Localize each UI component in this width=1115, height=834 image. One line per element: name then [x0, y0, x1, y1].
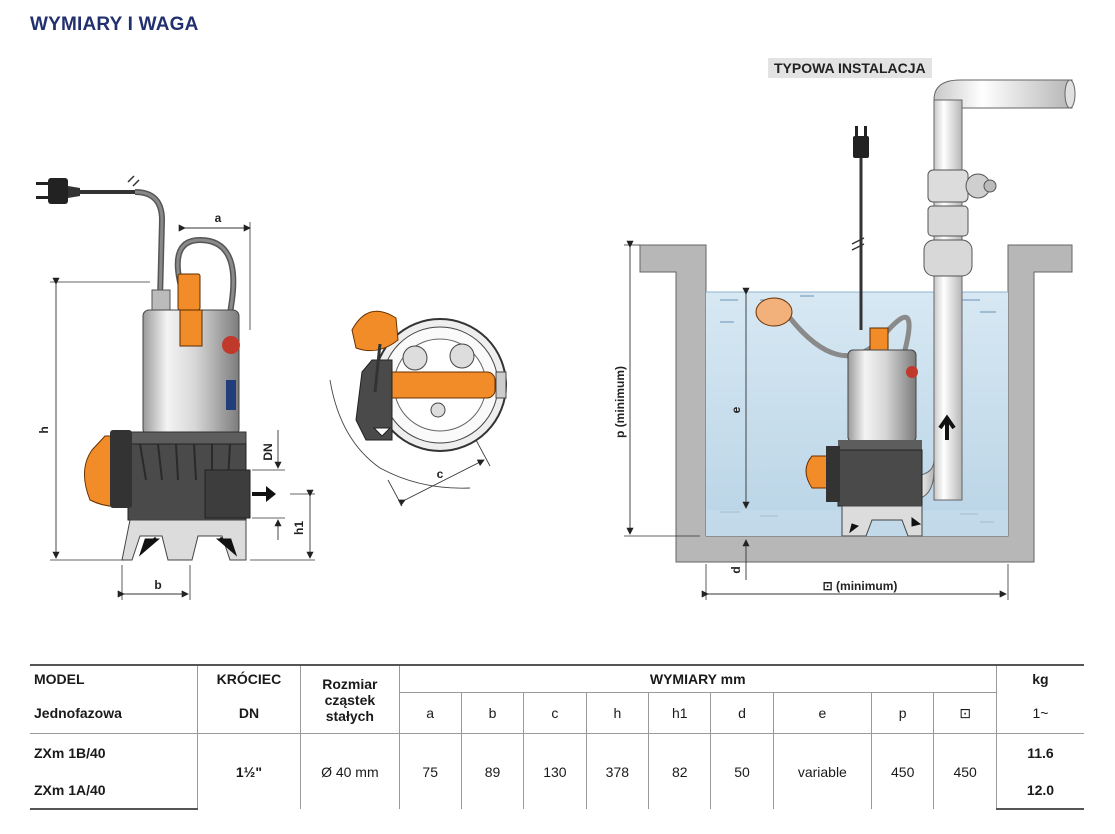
installation-title: TYPOWA INSTALACJA: [768, 58, 932, 78]
col-p: p: [870, 692, 934, 734]
model-subheader: Jednofazowa: [34, 704, 122, 721]
col-c: c: [523, 692, 587, 734]
col-e: e: [772, 692, 872, 734]
pump-side-view: h a b DN h1: [36, 175, 315, 600]
kg-value: 12.0: [995, 772, 1084, 810]
value-p: 450: [870, 733, 934, 809]
float-switch-icon: [84, 430, 132, 508]
dim-d-label: d: [729, 566, 743, 573]
dim-c-label: c: [437, 467, 444, 481]
col-b: b: [460, 692, 524, 734]
col-square: ⊡: [933, 692, 997, 734]
value-c: 130: [523, 733, 587, 809]
dim-b-label: b: [154, 578, 161, 592]
dim-square-label: ⊡ (minimum): [823, 579, 898, 593]
model-header: MODEL: [30, 664, 198, 693]
model-name: ZXm 1B/40: [30, 733, 198, 772]
kg-header: kg: [995, 664, 1084, 693]
value-e: variable: [772, 733, 872, 809]
technical-drawings: h a b DN h1: [36, 79, 1076, 600]
model-name: ZXm 1A/40: [30, 772, 198, 810]
dim-e-label: e: [729, 406, 743, 413]
pump-top-view: c: [329, 310, 507, 507]
kg-subheader: 1~: [995, 692, 1084, 734]
value-square: 450: [933, 733, 997, 809]
value-b: 89: [460, 733, 524, 809]
dimensions-table: MODEL KRÓCIEC Rozmiar cząstek stałych WY…: [30, 664, 1084, 810]
dim-h-label: h: [37, 426, 51, 433]
dim-p-label: p (minimum): [613, 366, 627, 438]
value-h: 378: [585, 733, 649, 809]
dim-a-label: a: [215, 211, 222, 225]
plug-icon: [36, 178, 80, 204]
col-h1: h1: [648, 692, 711, 734]
krociec-subheader: DN: [196, 692, 301, 734]
page-title: WYMIARY I WAGA: [30, 14, 199, 35]
dim-h1-label: h1: [292, 521, 306, 535]
col-h: h: [585, 692, 649, 734]
table-row: ZXm 1A/40 12.0: [30, 772, 1084, 810]
col-d: d: [710, 692, 774, 734]
installation-view: p (minimum) e d ⊡ (minimum): [613, 79, 1076, 600]
dn-value: 1½": [196, 733, 301, 809]
rozmiar-header: Rozmiar cząstek stałych: [300, 664, 400, 734]
value-d: 50: [710, 733, 774, 809]
kg-value: 11.6: [995, 733, 1084, 772]
value-h1: 82: [648, 733, 711, 809]
dim-dn-label: DN: [261, 443, 275, 460]
wymiary-header: WYMIARY mm: [398, 664, 997, 693]
particle-value: Ø 40 mm: [300, 733, 400, 809]
col-a: a: [398, 692, 462, 734]
table-row: ZXm 1B/40 1½" Ø 40 mm 75 89 130 378 82 5…: [30, 733, 1084, 809]
value-a: 75: [398, 733, 462, 809]
krociec-header: KRÓCIEC: [196, 664, 301, 693]
